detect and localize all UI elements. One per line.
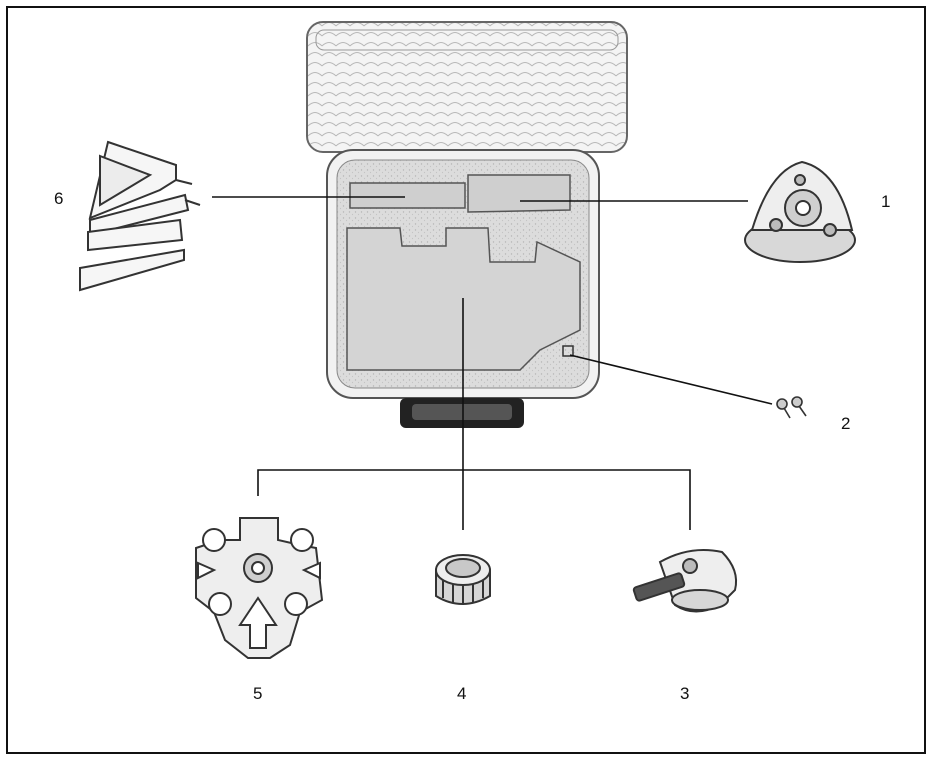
item-4-adapter	[435, 554, 491, 605]
leader-line-5-3	[257, 469, 691, 530]
label-item-2: 2	[841, 414, 851, 433]
label-item-6: 6	[54, 189, 64, 208]
item-3-carrier	[632, 549, 738, 613]
item-5-base-plate	[195, 517, 324, 659]
case-base	[326, 149, 600, 399]
leader-lines	[212, 196, 773, 530]
label-item-5: 5	[253, 684, 263, 703]
item-1-tribrach	[744, 160, 856, 263]
leader-line-2	[569, 354, 773, 405]
label-item-3: 3	[680, 684, 690, 703]
case-handle	[400, 398, 524, 428]
case-lid	[306, 21, 628, 153]
item-2-keys	[776, 396, 807, 419]
item-6-holder-set	[79, 140, 201, 292]
diagram-frame	[6, 6, 926, 754]
label-item-1: 1	[881, 192, 891, 211]
label-item-4: 4	[457, 684, 467, 703]
